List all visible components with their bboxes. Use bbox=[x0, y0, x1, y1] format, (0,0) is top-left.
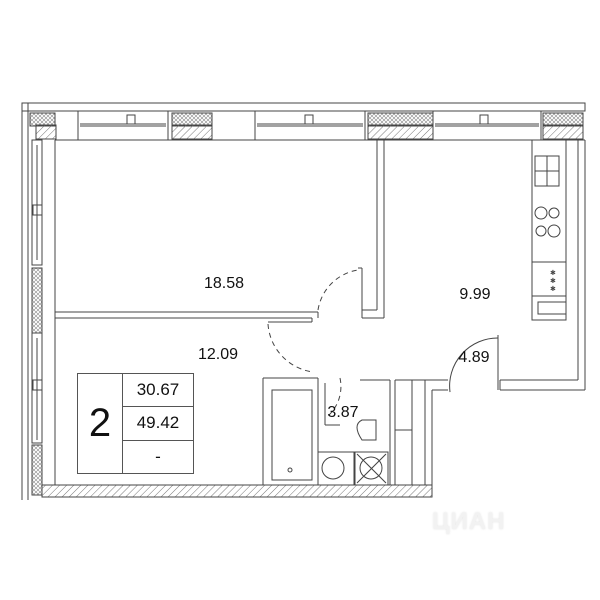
bathroom-door bbox=[327, 377, 342, 417]
apartment-summary-box: 2 30.67 49.42 - bbox=[77, 373, 194, 474]
room-count: 2 bbox=[78, 374, 123, 473]
total-area-value: 49.42 bbox=[123, 407, 193, 441]
bedroom-door bbox=[267, 323, 314, 373]
svg-text:✱: ✱ bbox=[550, 277, 556, 285]
kitchen-note-value: - bbox=[155, 446, 161, 466]
room-area-hallway: 4.89 bbox=[458, 349, 490, 366]
living-area-value: 30.67 bbox=[123, 374, 193, 408]
cian-watermark: ЦИАН bbox=[432, 508, 506, 535]
left-facade-wall bbox=[31, 139, 56, 496]
top-facade-wall bbox=[21, 102, 586, 500]
room-area-kitchen: 9.99 bbox=[459, 286, 491, 303]
room-area-bathroom: 3.87 bbox=[327, 404, 359, 421]
hallway-door bbox=[449, 337, 499, 393]
kitchen-counter: ✱ ✱ ✱ bbox=[531, 139, 567, 321]
bathroom-fixtures bbox=[262, 377, 425, 486]
room-area-bedroom: 12.09 bbox=[197, 346, 239, 363]
svg-text:✱: ✱ bbox=[550, 285, 556, 293]
room-area-living: 18.58 bbox=[203, 275, 245, 292]
bottom-wall bbox=[41, 484, 433, 498]
svg-text:✱: ✱ bbox=[550, 269, 556, 277]
living-room-door bbox=[317, 269, 359, 311]
